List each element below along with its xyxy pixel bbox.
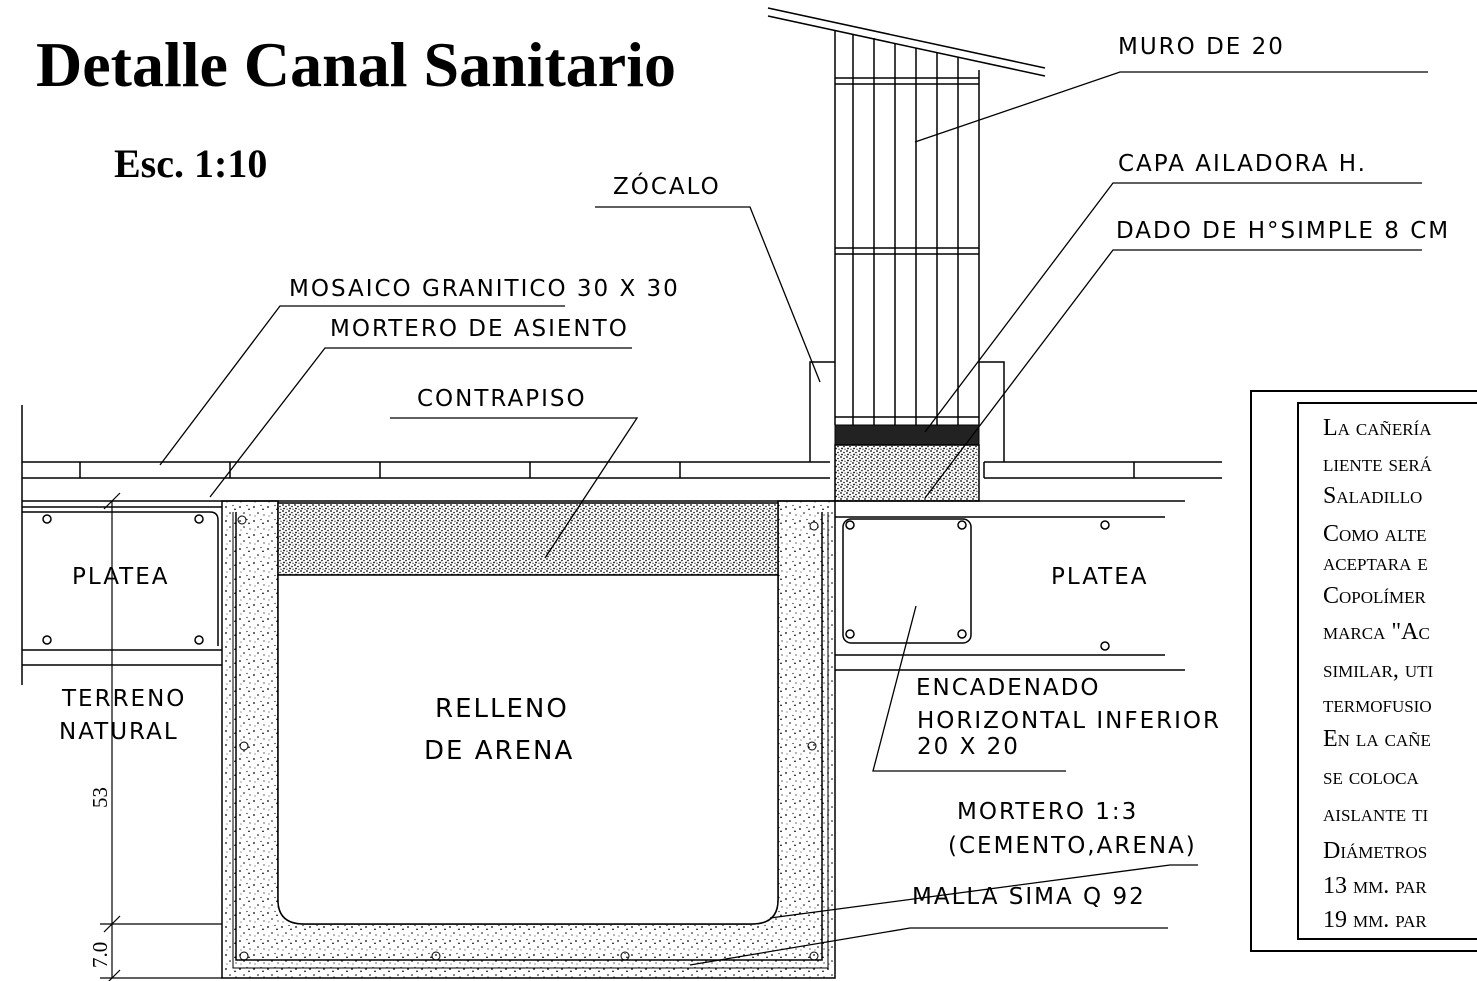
label-malla: MALLA SIMA Q 92 (912, 884, 1146, 910)
label-de-arena: DE ARENA (424, 736, 575, 766)
note-line-3: Saladillo (1323, 483, 1423, 509)
relleno-arena (277, 574, 779, 925)
label-natural: NATURAL (59, 719, 179, 745)
roof-lines (767, 7, 1046, 77)
label-platea-left: PLATEA (72, 564, 170, 590)
label-terreno: TERRENO (62, 686, 187, 712)
label-cemento-arena: (CEMENTO,ARENA) (948, 833, 1197, 859)
wall (834, 30, 980, 425)
note-line-9: termofusio (1323, 692, 1432, 718)
scale-label: Esc. 1:10 (114, 141, 268, 186)
label-mortero-13: MORTERO 1:3 (957, 799, 1139, 825)
note-line-6: Copolímer (1323, 583, 1426, 609)
label-mosaico: MOSAICO GRANITICO 30 X 30 (289, 276, 680, 302)
notes-frame (1250, 390, 1477, 952)
label-platea-right: PLATEA (1051, 564, 1149, 590)
label-capa-aisladora: CAPA AILADORA H. (1118, 151, 1367, 177)
label-muro: MURO DE 20 (1118, 34, 1285, 60)
note-line-15: 19 mm. par (1323, 907, 1427, 933)
label-zocalo: ZÓCALO (613, 174, 721, 200)
note-line-11: se coloca (1323, 764, 1419, 790)
dimension-7: 7.0 (88, 941, 112, 968)
floor-left (21, 405, 1185, 685)
dimension-lines (100, 492, 222, 981)
label-horizontal-inferior: HORIZONTAL INFERIOR (917, 708, 1221, 734)
label-mortero-asiento: MORTERO DE ASIENTO (330, 316, 629, 342)
note-line-5: aceptara e (1323, 550, 1428, 576)
note-line-10: En la cañe (1323, 726, 1431, 752)
dimension-53: 53 (88, 787, 112, 808)
label-encadenado-size: 20 X 20 (917, 734, 1020, 760)
platea-left (22, 506, 222, 666)
note-line-12: aislante ti (1323, 801, 1429, 827)
note-line-13: Diámetros (1323, 838, 1428, 864)
note-line-4: Como alte (1323, 521, 1427, 547)
label-dado: DADO DE H°SIMPLE 8 CM (1116, 218, 1451, 244)
note-line-2: liente será (1323, 451, 1432, 477)
notes-panel: La cañería liente será Saladillo Como al… (1297, 402, 1477, 940)
page-title: Detalle Canal Sanitario (36, 29, 676, 100)
capa-aisladora (834, 424, 980, 446)
note-line-1: La cañería (1323, 415, 1432, 441)
zocalo (809, 361, 1005, 462)
note-line-7: marca "Ac (1323, 619, 1430, 645)
label-encadenado: ENCADENADO (916, 675, 1101, 701)
label-contrapiso: CONTRAPISO (417, 386, 587, 412)
leader-lines (159, 71, 1428, 966)
floor-right (835, 461, 1222, 671)
note-line-8: similar, uti (1323, 657, 1434, 683)
label-relleno: RELLENO (435, 694, 569, 724)
dado-simple (834, 444, 980, 502)
note-line-14: 13 mm. par (1323, 873, 1427, 899)
contrapiso-fill (277, 502, 779, 576)
